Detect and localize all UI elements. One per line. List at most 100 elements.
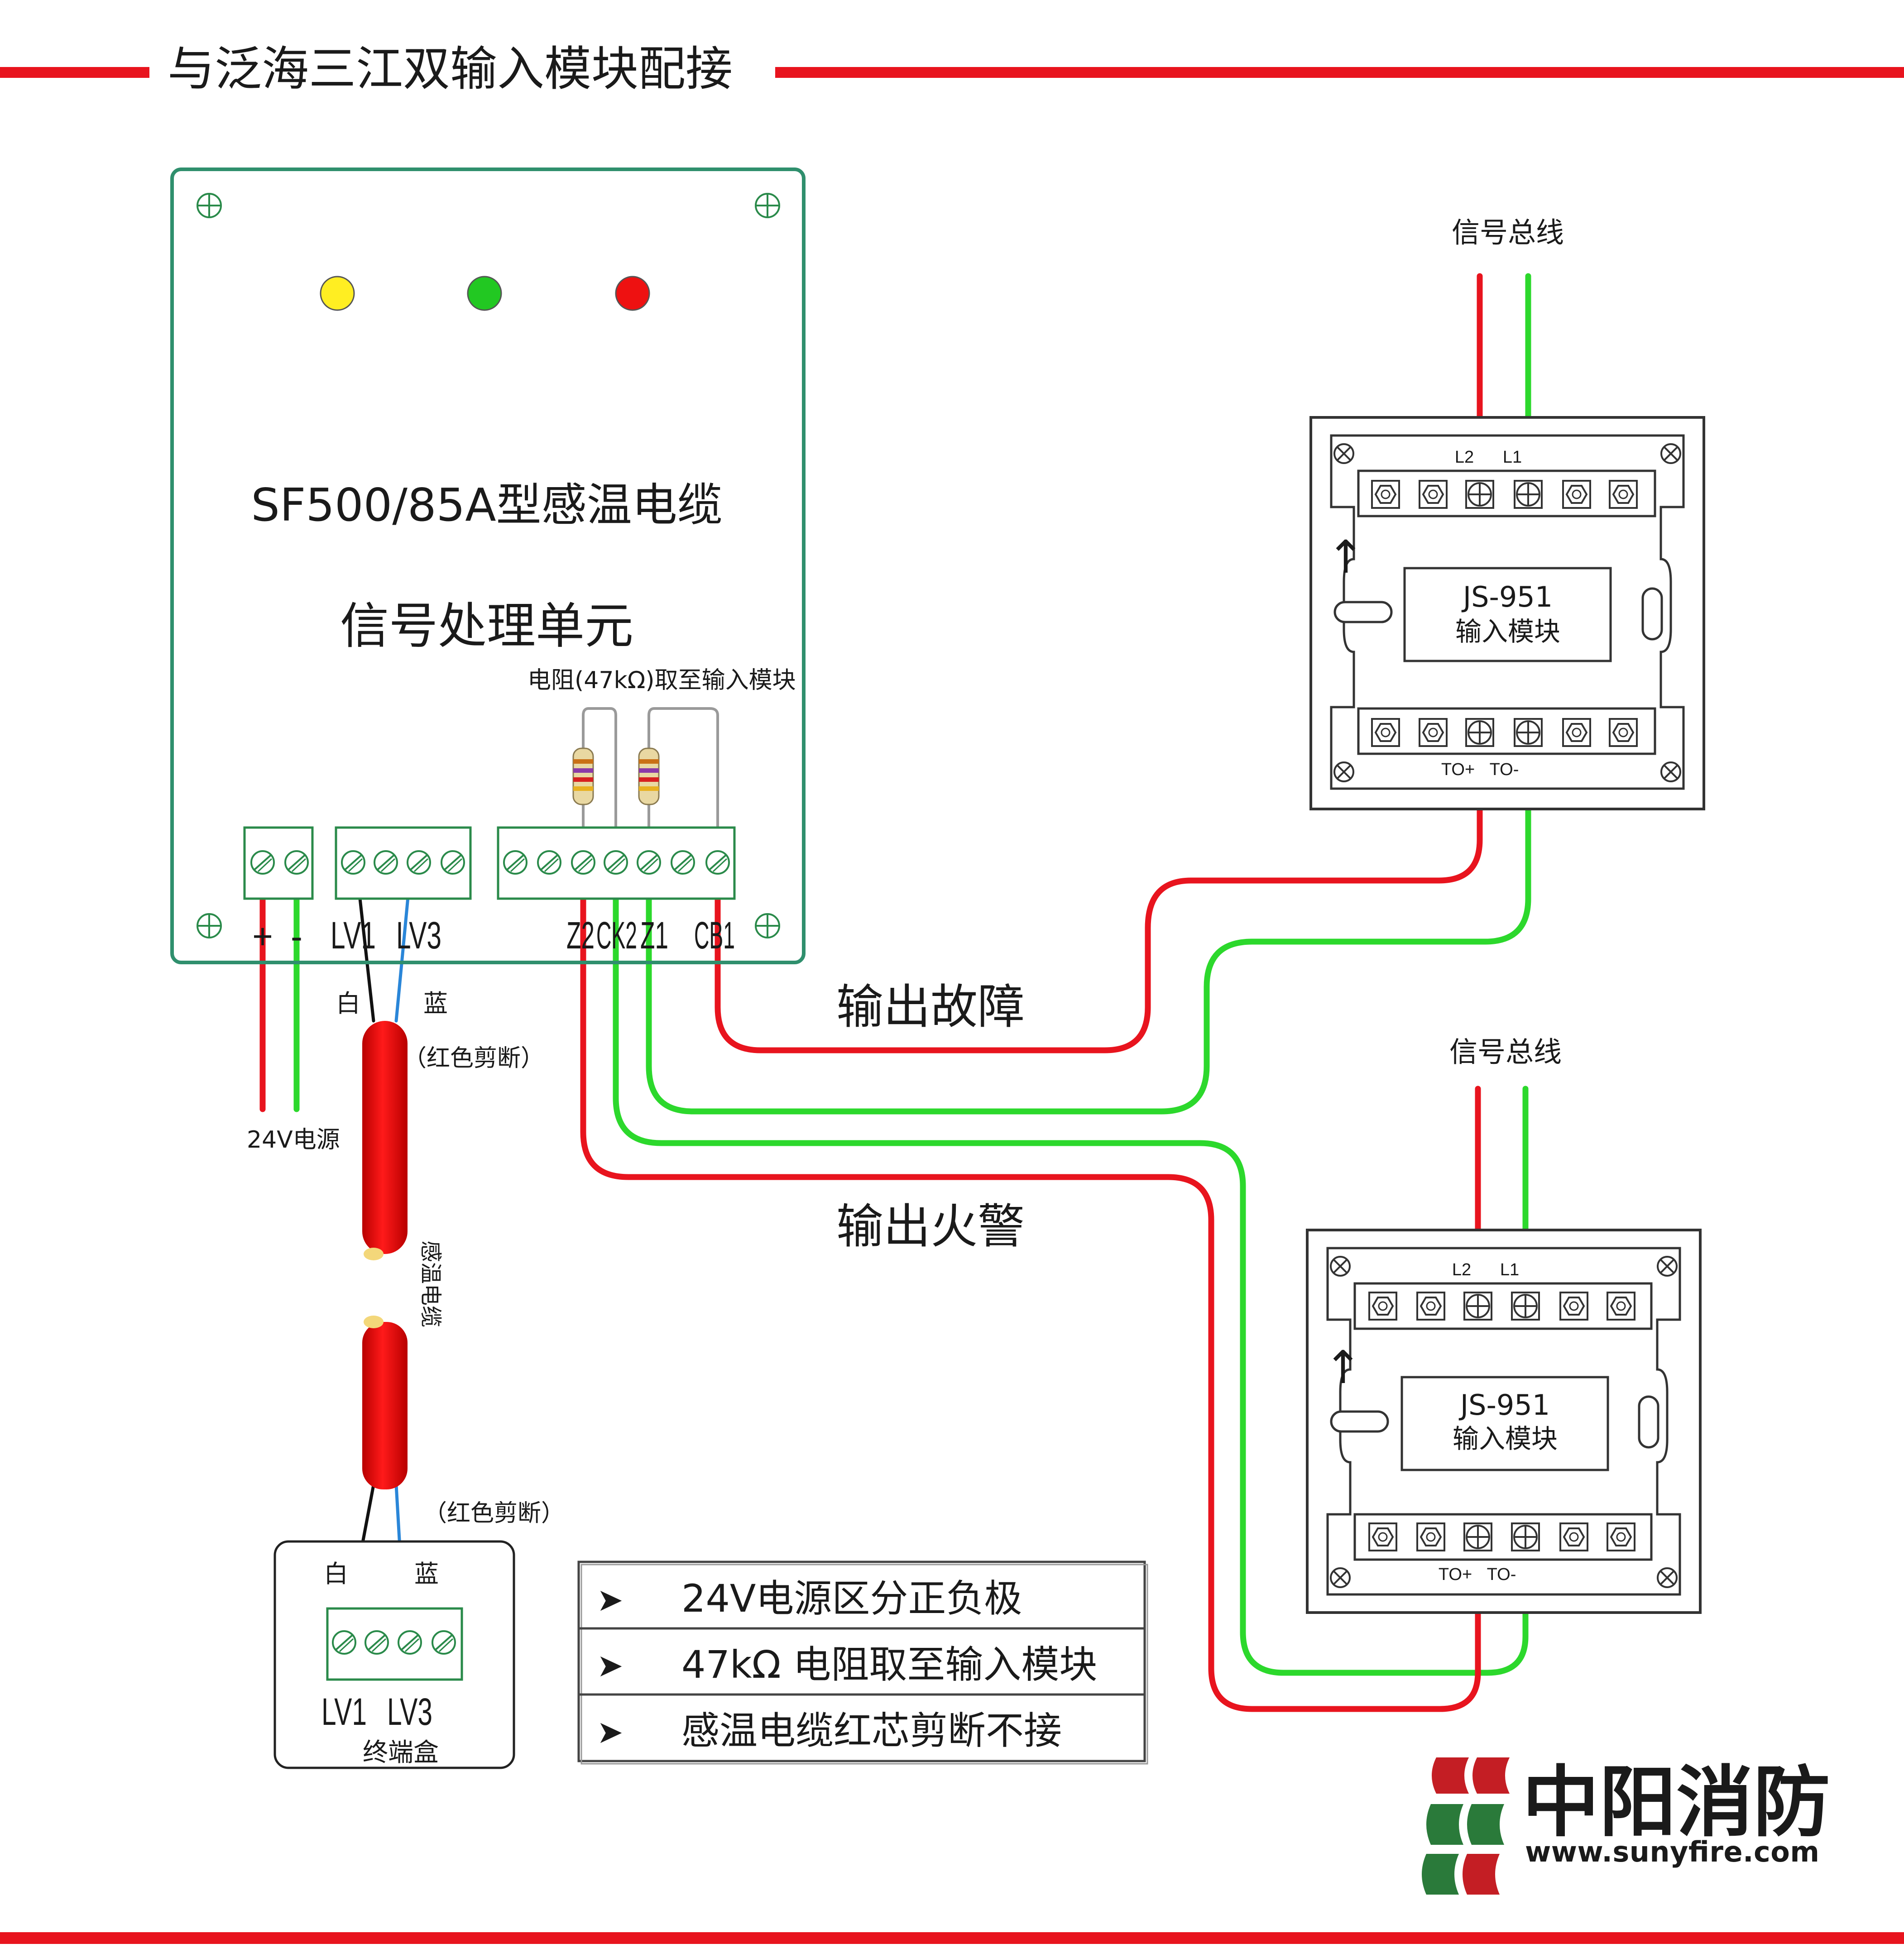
module1-name: 输入模块 — [1455, 616, 1560, 647]
plus-screw-icon — [1463, 1522, 1492, 1551]
note-3: 感温电缆红芯剪断不接 — [681, 1709, 1062, 1753]
notes-frame-shadow — [580, 1564, 1148, 1765]
cable-segment-bottom — [362, 1322, 408, 1489]
terminal-icon — [374, 850, 398, 875]
module2-led-slot — [1638, 1395, 1659, 1449]
hex-screw-icon — [1368, 1522, 1397, 1551]
module1-arrow-icon: ↑ — [1327, 531, 1365, 584]
footer-rule — [0, 1932, 1904, 1944]
hex-screw-icon — [1559, 1522, 1588, 1551]
module1-inner-outline — [1330, 434, 1685, 790]
wire-blue-label: 蓝 — [423, 989, 448, 1018]
fault-wire-cb1 — [715, 739, 1483, 1053]
notes-frame — [577, 1560, 1146, 1762]
terminal-icon — [571, 850, 595, 875]
module1-to-minus-label: TO- — [1490, 760, 1519, 779]
hex-screw-icon — [1607, 1522, 1635, 1551]
end-box-blue-label: 蓝 — [414, 1560, 439, 1588]
red-cut-note-bottom: （红色剪断） — [423, 1500, 565, 1527]
corner-screw-icon — [197, 193, 222, 218]
unit-model: SF500/85A型感温电缆 — [251, 479, 722, 531]
screw-x-icon — [1657, 1256, 1678, 1277]
terminal-icon — [705, 850, 730, 875]
screw-x-icon — [1330, 1256, 1351, 1277]
module1-label-box — [1403, 567, 1612, 662]
term-label-lv1: LV1 — [331, 914, 376, 957]
hex-screw-icon — [1368, 1292, 1397, 1321]
module2-l1-label: L1 — [1500, 1260, 1519, 1279]
terminal-icon — [364, 1630, 389, 1655]
note-2: 47kΩ 电阻取至输入模块 — [681, 1642, 1097, 1687]
term-label-z1: Z1 — [640, 914, 668, 957]
module2-l2-label: L2 — [1452, 1260, 1471, 1279]
corner-screw-icon — [755, 913, 780, 938]
plus-screw-icon — [1514, 480, 1543, 509]
end-box-term-lv1: LV1 — [321, 1690, 367, 1733]
logo-name: 中阳消防 — [1522, 1758, 1830, 1848]
module2-slot — [1330, 1410, 1389, 1433]
fire-wire-ck2 — [613, 873, 1529, 1676]
term-label-positive: + — [252, 916, 273, 956]
module1-led-slot — [1641, 587, 1663, 641]
terminal-icon — [407, 850, 431, 875]
hex-screw-icon — [1371, 718, 1400, 747]
output-fire-label: 输出火警 — [836, 1199, 1025, 1254]
resistor2-lead — [647, 707, 719, 864]
module2-bottom-terminal-strip — [1353, 1513, 1653, 1561]
module1-slot — [1333, 601, 1393, 623]
power-label: 24V电源 — [247, 1126, 340, 1154]
company-logo: 中阳消防 www.sunyfire.com — [1422, 1757, 1830, 1895]
module2-label-box — [1400, 1376, 1609, 1471]
screw-x-icon — [1333, 443, 1354, 464]
header: 与泛海三江双输入模块配接 — [0, 41, 1904, 96]
plus-screw-icon — [1511, 1292, 1540, 1321]
module2-arrow-icon: ↑ — [1324, 1341, 1362, 1394]
header-rule-right — [775, 67, 1904, 78]
logo-mark-icon — [1422, 1757, 1510, 1895]
hex-screw-icon — [1609, 480, 1638, 509]
cable-label: 感温电缆 — [418, 1240, 443, 1327]
module1-l2-label: L2 — [1455, 448, 1474, 467]
plus-screw-icon — [1514, 718, 1543, 747]
fault-wire-z1 — [646, 739, 1531, 1115]
note-1: 24V电源区分正负极 — [681, 1576, 1022, 1621]
signal-processing-unit: SF500/85A型感温电缆 信号处理单元 电阻(47kΩ)取至输入模块 + -… — [170, 168, 806, 964]
input-module-1: 信号总线 L2 L1 ↑ JS-951 输入模块 TO+ TO- — [1309, 216, 1705, 810]
plus-screw-icon — [1511, 1522, 1540, 1551]
hex-screw-icon — [1419, 718, 1448, 747]
screw-x-icon — [1333, 761, 1354, 782]
led-yellow — [320, 276, 355, 311]
module2-to-minus-label: TO- — [1487, 1565, 1516, 1584]
end-box: 白 蓝 LV1 LV3 终端盒 — [273, 1540, 515, 1769]
term-label-lv3: LV3 — [396, 914, 441, 957]
screw-x-icon — [1660, 761, 1681, 782]
corner-screw-icon — [197, 913, 222, 938]
screw-x-icon — [1657, 1567, 1678, 1588]
terminal-icon — [537, 850, 561, 875]
unit-panel — [170, 168, 806, 964]
wire-white-label: 白 — [336, 989, 360, 1018]
led-red — [615, 276, 650, 311]
module1-to-plus-label: TO+ — [1441, 760, 1475, 779]
notes-table: ➤ ➤ ➤ 24V电源区分正负极 47kΩ 电阻取至输入模块 感温电缆红芯剪断不… — [577, 1560, 1148, 1765]
end-box-label: 终端盒 — [363, 1738, 439, 1767]
terminal-icon — [441, 850, 465, 875]
terminal-icon — [250, 850, 275, 875]
term-label-ck2: CK2 — [596, 914, 637, 957]
module2-model: JS-951 — [1458, 1388, 1550, 1422]
term-label-cb1: CB1 — [694, 914, 735, 957]
module1-top-terminal-strip — [1357, 469, 1656, 517]
term-label-negative: - — [291, 916, 302, 956]
bus-label-2: 信号总线 — [1449, 1035, 1562, 1068]
module2-top-terminal-strip — [1353, 1282, 1653, 1330]
cable-core-bottom — [364, 1316, 384, 1328]
hex-screw-icon — [1559, 1292, 1588, 1321]
resistor-note: 电阻(47kΩ)取至输入模块 — [528, 667, 796, 694]
input-module-2: 信号总线 L2 L1 ↑ JS-951 输入模块 TO+ TO- — [1306, 1035, 1702, 1614]
hex-screw-icon — [1609, 718, 1638, 747]
terminal-icon — [332, 1630, 356, 1655]
module2-inner-outline — [1326, 1247, 1681, 1596]
terminal-icon — [432, 1630, 456, 1655]
hex-screw-icon — [1416, 1292, 1445, 1321]
